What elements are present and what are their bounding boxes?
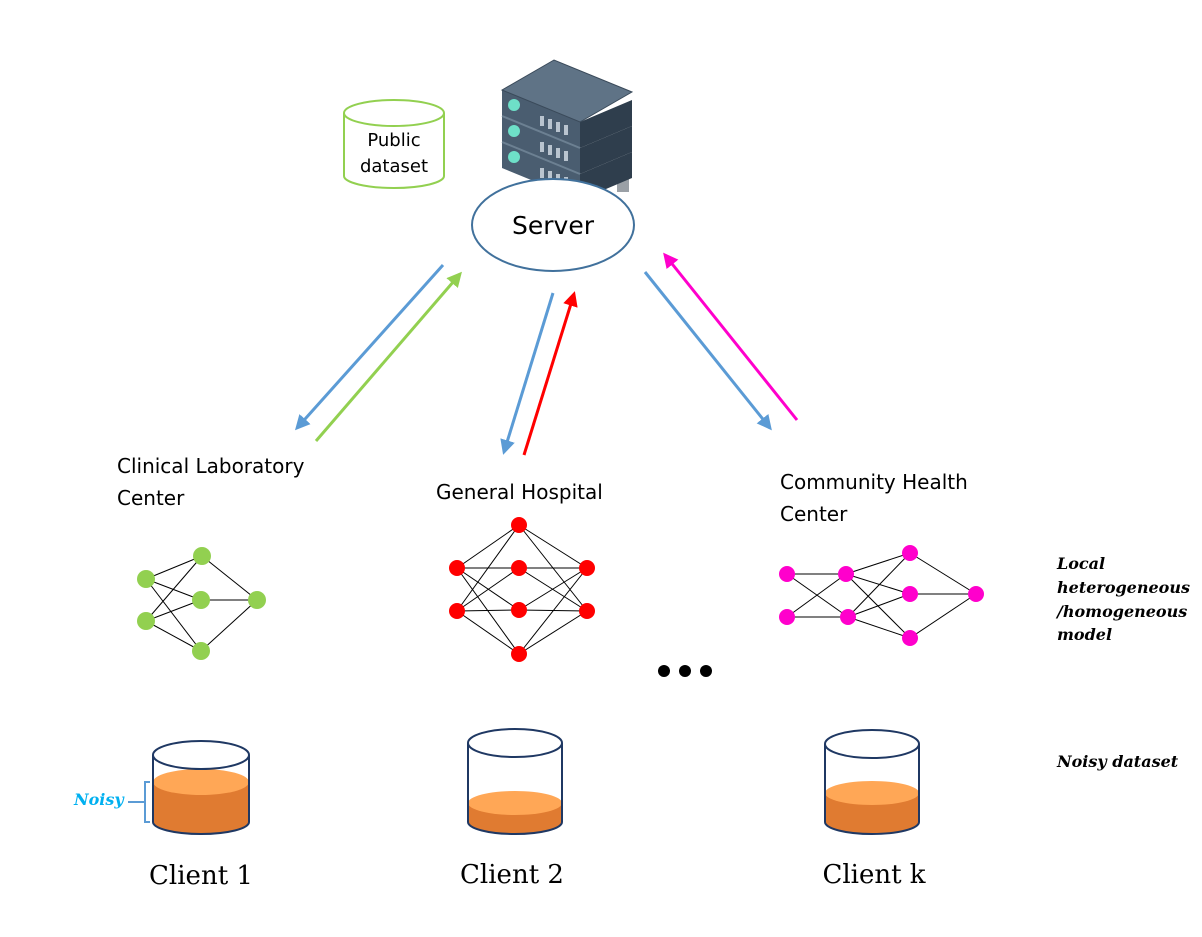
center1-label-line2: Center bbox=[117, 486, 185, 510]
ellipsis-dots bbox=[658, 665, 712, 677]
noisy-bracket bbox=[128, 781, 150, 823]
center3-label-line2: Center bbox=[780, 502, 848, 526]
model-network-client1 bbox=[137, 547, 266, 660]
public-dataset-line1: Public bbox=[367, 130, 420, 151]
downlink-arrow-clientk bbox=[643, 271, 772, 431]
downlink-arrow-client1 bbox=[294, 263, 445, 431]
uplink-arrow-client1 bbox=[314, 271, 462, 442]
model-network-clientk bbox=[779, 545, 984, 646]
downlink-arrow-client2 bbox=[500, 292, 555, 455]
center1-label-line1: Clinical Laboratory bbox=[117, 454, 305, 478]
client1-dataset: Noisy bbox=[73, 740, 250, 835]
model-caption-line1: Local bbox=[1056, 554, 1105, 573]
uplink-arrow-client2 bbox=[522, 291, 578, 456]
client1-label: Client 1 bbox=[149, 861, 253, 891]
noisy-label: Noisy bbox=[73, 790, 125, 809]
center2-label: General Hospital bbox=[436, 480, 603, 504]
public-dataset: Public dataset bbox=[343, 99, 445, 189]
noisy-dataset-caption: Noisy dataset bbox=[1056, 752, 1179, 771]
model-network-client2 bbox=[449, 517, 595, 662]
server-node bbox=[471, 178, 635, 272]
public-dataset-line2: dataset bbox=[360, 156, 428, 177]
clientk-label: Client k bbox=[822, 860, 925, 890]
server-label: Server bbox=[512, 211, 595, 240]
clientk-dataset bbox=[824, 729, 920, 835]
client2-label: Client 2 bbox=[460, 860, 564, 890]
uplink-arrow-clientk bbox=[663, 252, 799, 421]
model-caption-line4: model bbox=[1057, 625, 1112, 644]
center3-label-line1: Community Health bbox=[780, 470, 968, 494]
model-caption-line2: heterogeneous bbox=[1057, 578, 1190, 597]
client2-dataset bbox=[467, 728, 563, 835]
model-caption-line3: /homogeneous bbox=[1055, 602, 1187, 621]
